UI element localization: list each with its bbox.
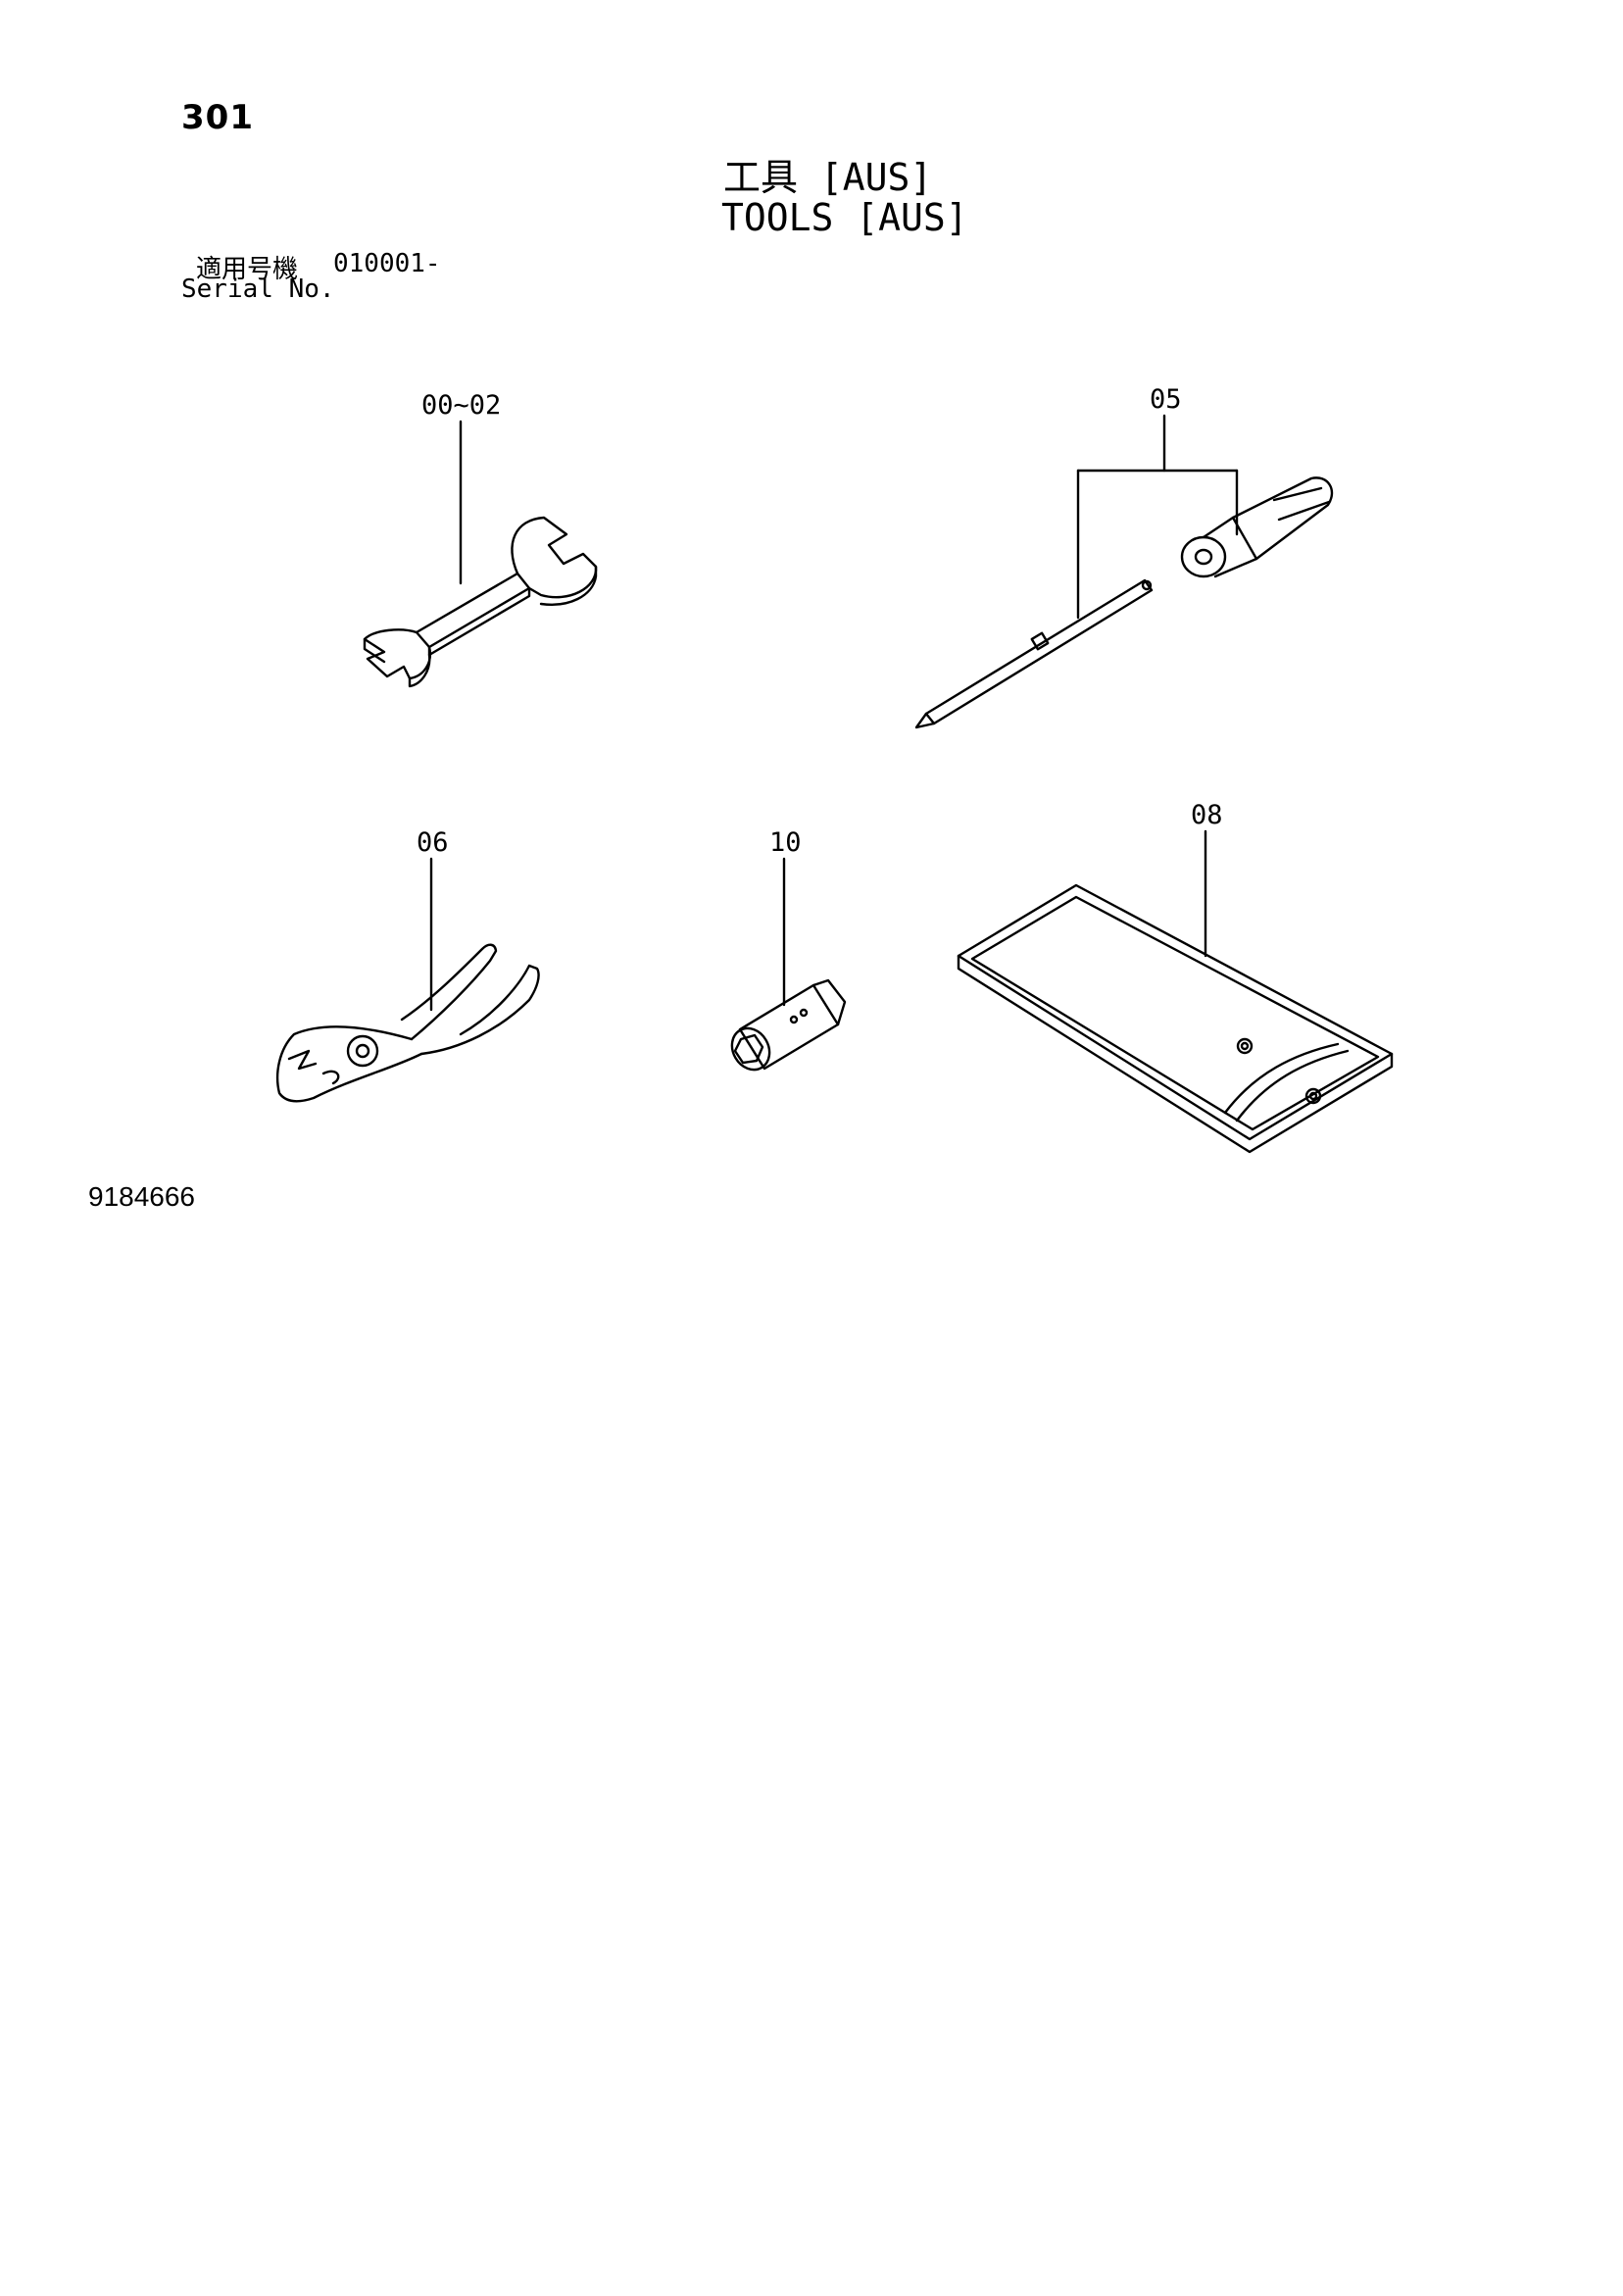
- pliers-icon: [275, 943, 540, 1103]
- serial-label-japanese: 適用号機: [196, 255, 299, 284]
- screwdriver-handle-icon: [1180, 476, 1334, 578]
- serial-number-value: 010001-: [333, 249, 441, 278]
- drawing-number: 9184666: [88, 1181, 196, 1212]
- screwdriver-shaft-icon: [914, 578, 1154, 729]
- callout-label-socket: 10: [769, 827, 802, 858]
- wrench-icon: [363, 516, 598, 688]
- socket-icon: [730, 978, 847, 1072]
- callout-label-pliers: 06: [417, 827, 449, 858]
- callout-label-tool-bag: 08: [1191, 800, 1223, 830]
- page-title-japanese: 工具 [AUS]: [723, 156, 933, 199]
- tool-bag-icon: [957, 883, 1394, 1154]
- tool-bag-callout[interactable]: 08: [1191, 800, 1223, 958]
- page-title: TOOLS [AUS]: [721, 196, 968, 239]
- serial-label: Serial No.: [181, 275, 335, 304]
- callout-label-wrench: 00~02: [421, 390, 501, 421]
- wrench-callout[interactable]: 00~02: [421, 390, 501, 585]
- page-number: 301: [181, 98, 254, 137]
- socket-callout[interactable]: 10: [769, 827, 802, 1007]
- callout-label-screwdriver: 05: [1150, 384, 1182, 415]
- screwdriver-callout[interactable]: 05: [1076, 384, 1239, 620]
- pliers-callout[interactable]: 06: [417, 827, 449, 1012]
